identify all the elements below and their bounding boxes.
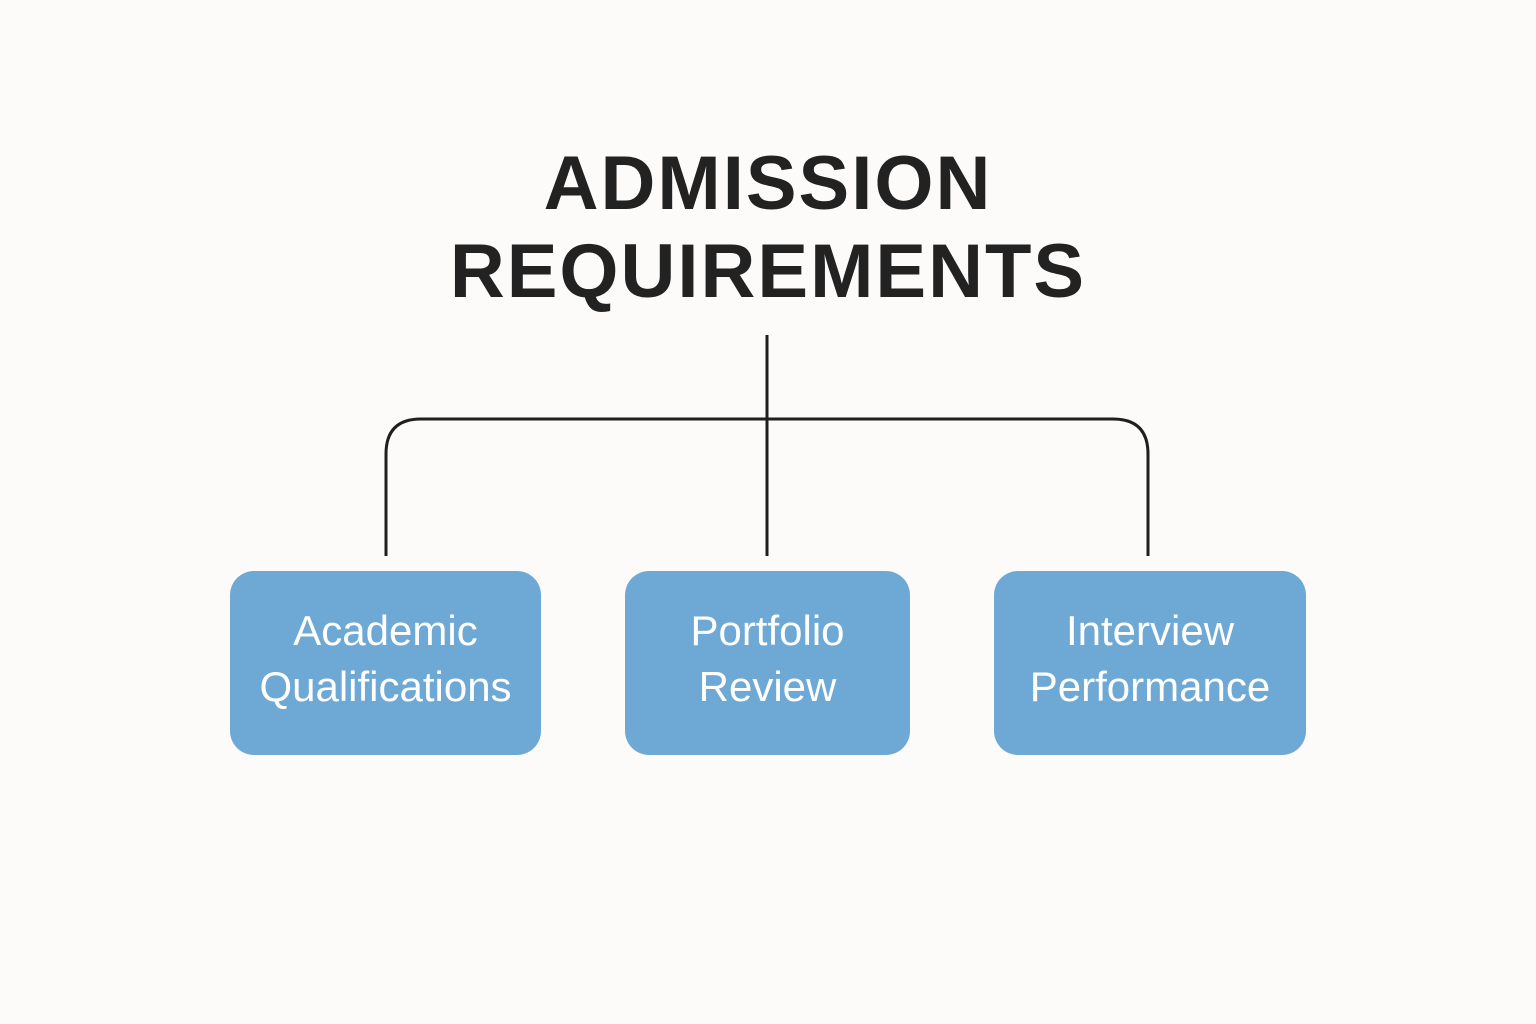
diagram-title: ADMISSION REQUIREMENTS bbox=[0, 140, 1536, 316]
node-academic-qualifications: Academic Qualifications bbox=[230, 571, 541, 755]
node-label-line-2: Qualifications bbox=[259, 663, 512, 710]
node-label-line-2: Review bbox=[698, 663, 837, 710]
node-label-line-1: Interview bbox=[1065, 607, 1235, 654]
node-label-line-1: Portfolio bbox=[690, 607, 845, 654]
title-line-2: REQUIREMENTS bbox=[449, 229, 1087, 314]
title-line-1: ADMISSION bbox=[543, 141, 993, 226]
node-interview-performance: Interview Performance bbox=[994, 571, 1306, 755]
node-label-line-2: Performance bbox=[1029, 663, 1271, 710]
branch-bar-line bbox=[384, 417, 1150, 556]
node-portfolio-review: Portfolio Review bbox=[625, 571, 910, 755]
node-label-line-1: Academic bbox=[293, 607, 478, 654]
